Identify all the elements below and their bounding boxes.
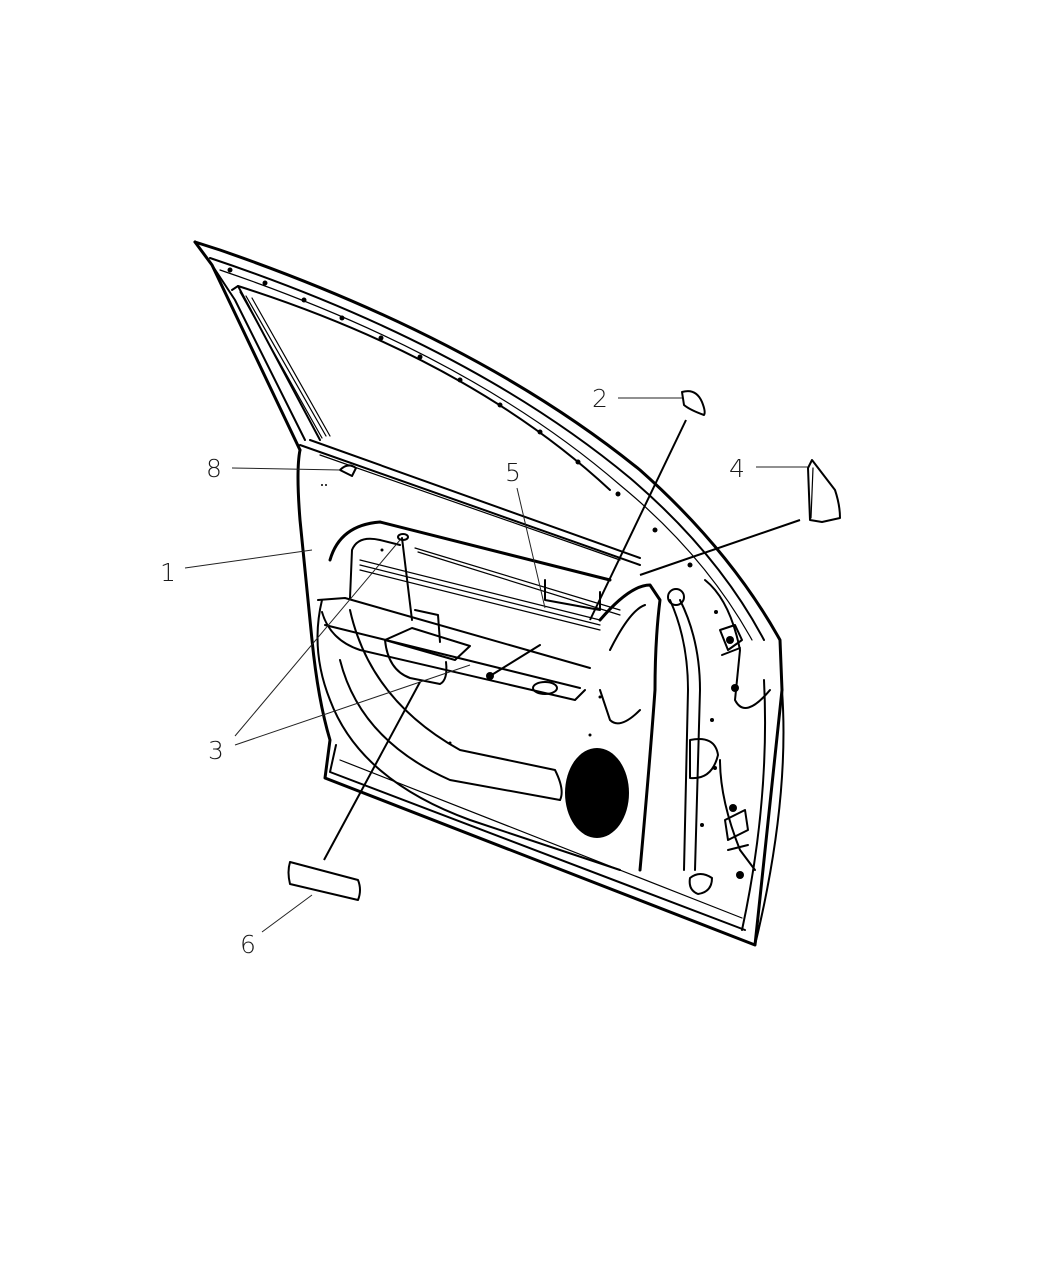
screw-parts [397, 533, 541, 677]
callout-6: 6 [240, 930, 256, 959]
hinge-bolts [700, 610, 744, 879]
part-6-pull-cup-insert [287, 861, 361, 901]
trim-panel [316, 484, 701, 872]
part-4-end-cap [807, 459, 841, 523]
callout-1: 1 [160, 558, 176, 587]
callout-8: 8 [206, 454, 222, 483]
callout-5: 5 [505, 458, 521, 487]
window-frame [193, 240, 784, 692]
callout-3: 3 [208, 736, 224, 765]
door-shell [296, 448, 785, 947]
plug-8 [339, 464, 357, 477]
callout-4: 4 [729, 454, 745, 483]
leader-lines [184, 397, 808, 933]
panel-dots [321, 484, 602, 745]
callout-2: 2 [592, 384, 608, 413]
speaker-grille [565, 748, 629, 838]
part-2-mirror-flag-cover [681, 390, 706, 416]
frame-rivets [227, 267, 693, 568]
